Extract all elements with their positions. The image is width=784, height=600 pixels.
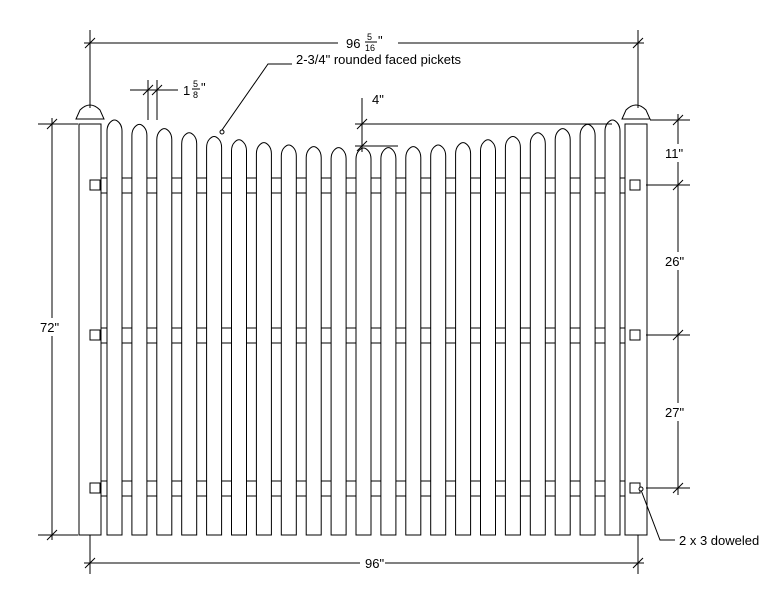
overall-width-unit: " <box>378 33 383 48</box>
right-rail-dowel-2 <box>629 329 641 341</box>
top-to-rail-label: 11" <box>665 146 683 161</box>
picket <box>554 128 571 536</box>
picket <box>280 144 297 536</box>
overall-width-denominator: 16 <box>365 43 375 53</box>
picket <box>255 142 272 536</box>
total-height-dimension: 72" <box>38 118 78 541</box>
picket <box>131 123 148 536</box>
picket <box>480 139 496 536</box>
picket-group <box>101 119 625 536</box>
right-rail-dowel-3 <box>629 482 641 494</box>
rail-callout-text: 2 x 3 doweled <box>679 533 759 548</box>
picket <box>604 119 621 536</box>
picket <box>380 147 397 536</box>
picket <box>529 132 546 536</box>
rail-spacing-dimensions: 11" 26" 27" <box>646 114 696 495</box>
picket <box>504 135 521 536</box>
overall-width-whole: 96 <box>346 36 360 51</box>
rail-1-2-label: 26" <box>665 254 684 269</box>
left-post-cap <box>75 104 105 120</box>
left-post <box>75 104 105 536</box>
picket <box>106 119 123 536</box>
picket <box>156 128 173 536</box>
overall-width-dimension: 96 5 16 " <box>84 30 644 108</box>
post-span-dimension: 96" <box>84 535 644 574</box>
picket-gap-dimension: 1 5 8 " <box>130 79 206 120</box>
picket <box>330 147 347 536</box>
rail-callout: 2 x 3 doweled <box>638 486 759 548</box>
picket-gap-whole: 1 <box>183 83 190 98</box>
picket-callout: 2-3/4" rounded faced pickets <box>219 52 462 135</box>
left-rail-dowel-2 <box>89 329 101 341</box>
picket <box>405 146 422 536</box>
picket <box>355 147 372 536</box>
overall-width-numerator: 5 <box>367 32 372 42</box>
picket-gap-numerator: 5 <box>193 79 198 89</box>
picket <box>206 135 223 536</box>
picket <box>231 139 247 536</box>
left-rail-dowel-3 <box>89 482 101 494</box>
scallop-drop-dimension: 4" <box>355 92 612 152</box>
picket-callout-text: 2-3/4" rounded faced pickets <box>296 52 462 67</box>
picket-gap-denominator: 8 <box>193 90 198 100</box>
scallop-drop-label: 4" <box>372 92 384 107</box>
right-post <box>621 104 651 536</box>
picket <box>305 146 322 536</box>
post-span-label: 96" <box>365 556 384 571</box>
picket-gap-unit: " <box>201 80 206 95</box>
picket <box>181 132 198 536</box>
rail-2-3-label: 27" <box>665 405 684 420</box>
left-rail-dowel-1 <box>89 179 101 191</box>
right-post-cap <box>621 104 651 120</box>
total-height-label: 72" <box>40 320 59 335</box>
picket <box>430 144 447 536</box>
picket <box>455 142 472 536</box>
picket <box>579 123 596 536</box>
right-rail-dowel-1 <box>629 179 641 191</box>
